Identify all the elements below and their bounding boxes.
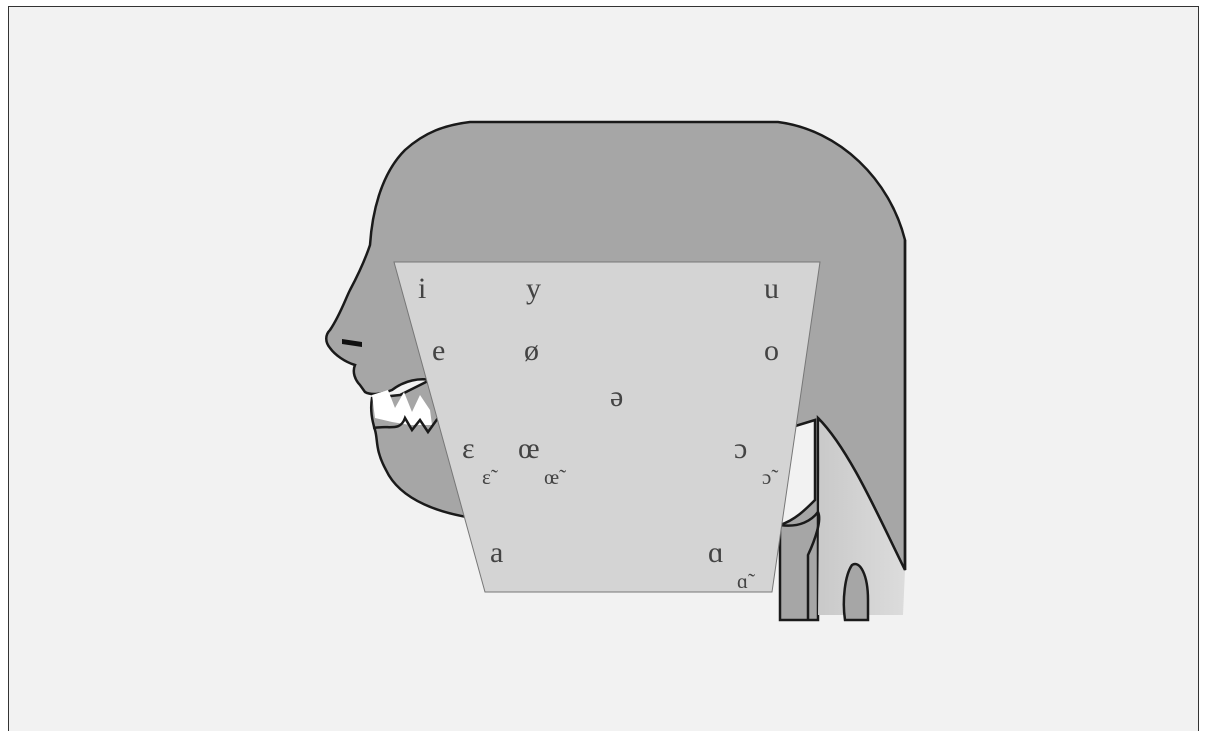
- vowel-u: u: [764, 272, 779, 305]
- vowel-y: y: [526, 272, 541, 305]
- vowel-a: a: [490, 536, 503, 569]
- larynx-loop: [844, 564, 868, 620]
- vowel-trapezoid: [394, 262, 820, 592]
- vowel-open-e: ɛ: [462, 432, 475, 465]
- vowel-back-a: ɑ: [708, 536, 724, 569]
- vowel-open-o: ɔ: [734, 432, 747, 465]
- vowel-schwa: ə: [610, 380, 623, 413]
- vowel-oe-ligature: œ: [518, 432, 540, 465]
- vowel-i: i: [418, 272, 426, 305]
- vowel-o: o: [764, 334, 779, 367]
- vowel-e: e: [432, 334, 445, 367]
- vowel-o-slash: ø: [524, 334, 539, 367]
